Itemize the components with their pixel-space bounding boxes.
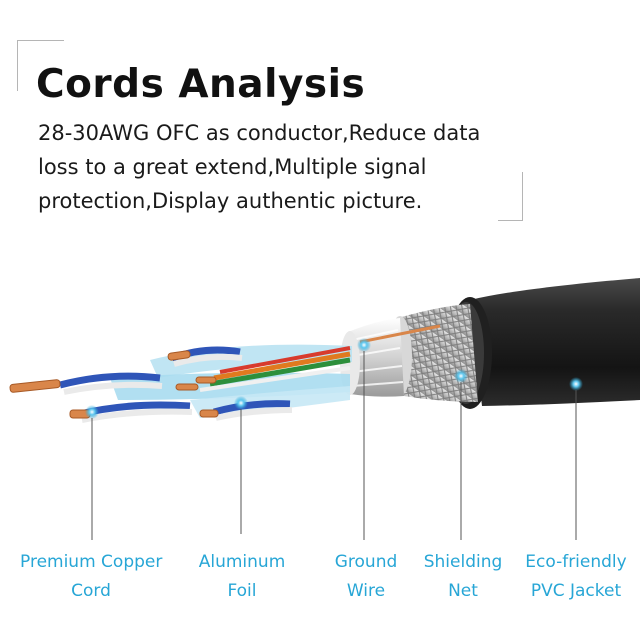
callout-markers (85, 338, 583, 540)
corner-frame-top-left (17, 40, 64, 91)
callout-shielding-net: Shielding Net (420, 548, 506, 606)
callout-line-2: Net (448, 581, 478, 601)
callout-premium-copper-cord: Premium Copper Cord (20, 548, 162, 606)
page-title: Cords Analysis (36, 62, 366, 107)
callout-line-2: PVC Jacket (530, 581, 622, 601)
callout-aluminum-foil: Aluminum Foil (196, 548, 288, 606)
corner-frame-bottom-right (498, 172, 523, 221)
ground-wire (359, 324, 441, 344)
callout-line-2: Cord (71, 581, 111, 601)
twisted-pairs (59, 344, 352, 423)
callout-line-2: Foil (227, 581, 257, 601)
description-line-1: 28-30AWG OFC as conductor,Reduce data (38, 121, 481, 145)
description: 28-30AWG OFC as conductor,Reduce data lo… (38, 116, 508, 218)
description-line-2: loss to a great extend,Multiple signal (38, 155, 427, 179)
callout-ground-wire: Ground Wire (330, 548, 402, 606)
callout-line-1: Shielding (423, 552, 503, 572)
description-line-3: protection,Display authentic picture. (38, 189, 423, 213)
callout-line-2: Wire (346, 581, 386, 601)
callout-line-1: Aluminum (198, 552, 286, 572)
callout-line-1: Eco-friendly (525, 552, 627, 572)
callout-eco-friendly-pvc-jacket: Eco-friendly PVC Jacket (520, 548, 632, 606)
callout-line-1: Ground (334, 552, 398, 572)
callout-line-1: Premium Copper (20, 552, 163, 572)
